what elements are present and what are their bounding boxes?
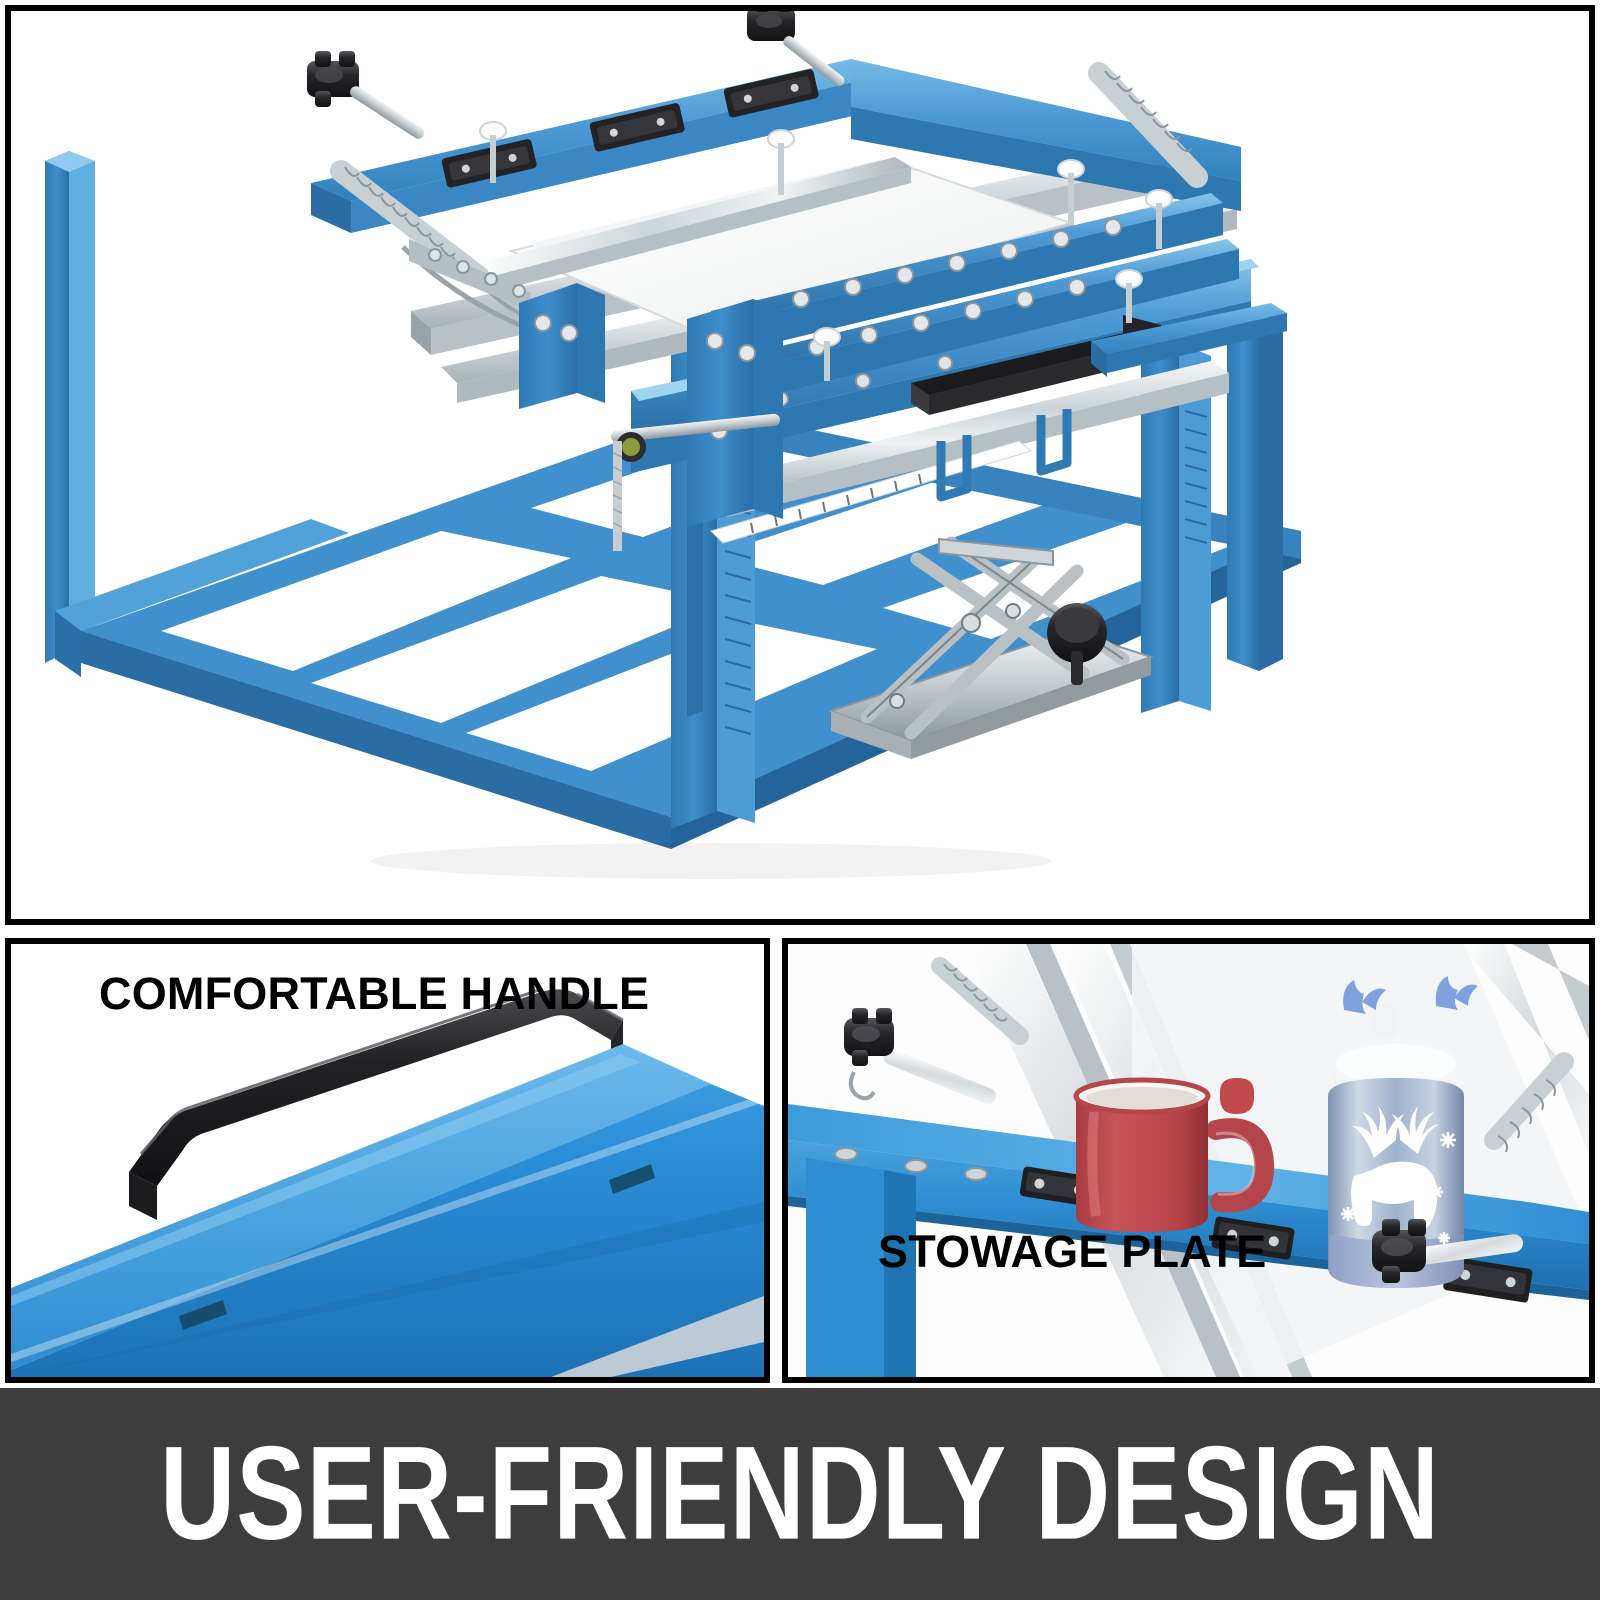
frame-hinges [441,69,819,188]
clamp-knob-left [844,957,1029,1104]
panel-title-stowage-plate: STOWAGE PLATE [878,1226,1267,1277]
tension-spring-right [1088,62,1208,188]
thumb-screws [479,121,1173,381]
star-knob-left [307,51,425,139]
handle-closeup-illustration [11,944,764,1377]
panel-comfortable-handle: COMFORTABLE HANDLE [5,938,770,1383]
reindeer-print [1351,1106,1440,1230]
panel-stowage-plate: STOWAGE PLATE [782,938,1595,1383]
blue-bar [11,1044,764,1377]
coffee-mug [1073,1077,1275,1232]
handle-closeup-graphic [11,988,764,1377]
carriage-bracket-left [519,283,605,409]
clamp-knob-right [1372,1052,1574,1283]
black-handle-shape [129,988,624,1220]
bottom-banner: USER-FRIENDLY DESIGN [0,1388,1600,1600]
stowage-closeup-illustration [788,944,1589,1377]
banner-headline: USER-FRIENDLY DESIGN [160,1419,1440,1568]
lift-knob [1047,603,1107,685]
panel-title-comfortable-handle: COMFORTABLE HANDLE [99,968,650,1019]
star-knob-top [747,11,845,87]
main-product-illustration [11,11,1589,919]
antler-decor [1343,976,1478,1014]
scissor-lift [828,536,1155,759]
screen-printing-press-graphic [45,11,1301,879]
thermos-bottle [1328,976,1478,1288]
carriage-bracket-mid [687,299,783,527]
panel-main-product [5,5,1595,925]
stowage-closeup-graphic [788,944,1589,1377]
squeegee-clips [936,409,1072,502]
